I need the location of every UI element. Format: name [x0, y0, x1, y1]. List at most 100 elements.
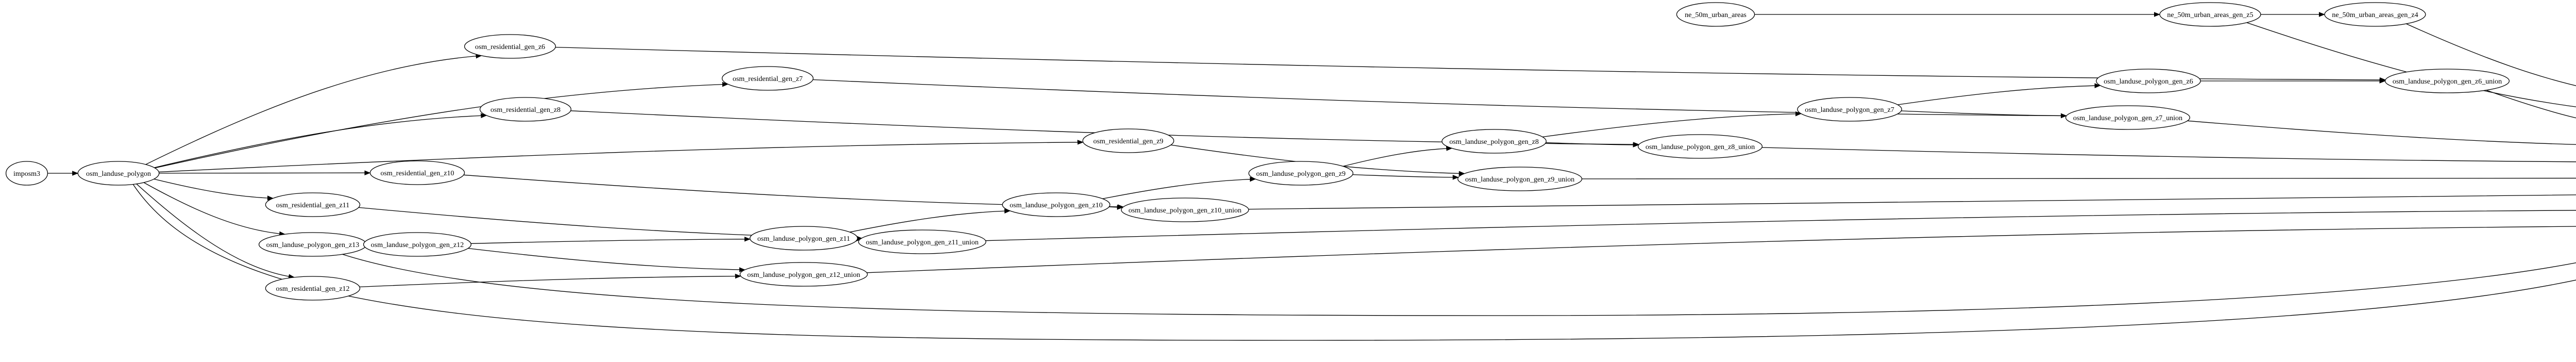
node-osm-landuse-polygon-gen-z6: osm_landuse_polygon_gen_z6 — [2096, 69, 2201, 93]
node-label-osm-landuse-polygon-gen-z9-union: osm_landuse_polygon_gen_z9_union — [1465, 176, 1574, 184]
node-osm-residential-gen-z9: osm_residential_gen_z9 — [1082, 128, 1175, 153]
edge-osm-landuse-polygon-gen-z8-union-to-layer-landuse-z8 — [1761, 147, 2576, 162]
node-ellipse-osm-landuse-polygon-gen-z7 — [1797, 97, 1902, 122]
edge-osm-landuse-polygon-gen-z13-to-layer-landuse-z13 — [335, 252, 2576, 316]
edge-ne-50m-urban-areas-gen-z4-to-layer-landuse-z4 — [2406, 23, 2576, 86]
edge-osm-residential-gen-z6-to-osm-landuse-polygon-gen-z6-union — [555, 46, 2386, 83]
node-osm-landuse-polygon-gen-z11-union: osm_landuse_polygon_gen_z11_union — [858, 229, 987, 254]
node-label-ne-50m-urban-areas-gen-z4: ne_50m_urban_areas_gen_z4 — [2332, 11, 2418, 19]
node-ellipse-osm-landuse-polygon-gen-z7-union — [2065, 105, 2191, 130]
node-osm-landuse-polygon-gen-z6-union: osm_landuse_polygon_gen_z6_union — [2384, 69, 2510, 93]
node-ellipse-ne-50m-urban-areas — [1676, 2, 1755, 27]
edge-osm-landuse-polygon-gen-z12-to-osm-landuse-polygon-gen-z12-union — [468, 248, 745, 272]
edge-osm-landuse-polygon-to-osm-residential-gen-z9 — [159, 140, 1084, 173]
node-label-osm-landuse-polygon-gen-z11-union: osm_landuse_polygon_gen_z11_union — [866, 239, 979, 246]
node-osm-landuse-polygon-gen-z9: osm_landuse_polygon_gen_z9 — [1248, 161, 1353, 186]
node-label-osm-residential-gen-z9: osm_residential_gen_z9 — [1093, 138, 1163, 145]
edge-osm-landuse-polygon-to-osm-landuse-polygon-gen-z13 — [143, 182, 286, 237]
node-osm-residential-gen-z10: osm_residential_gen_z10 — [369, 160, 465, 185]
node-ellipse-osm-landuse-polygon-gen-z9 — [1248, 161, 1353, 186]
node-ellipse-osm-landuse-polygon-gen-z12 — [363, 232, 472, 257]
node-osm-landuse-polygon-gen-z8: osm_landuse_polygon_gen_z8 — [1442, 129, 1547, 154]
node-ellipse-osm-residential-gen-z9 — [1082, 128, 1175, 153]
node-label-osm-landuse-polygon: osm_landuse_polygon — [86, 170, 151, 178]
edge-osm-landuse-polygon-gen-z9-union-to-layer-landuse-z9 — [1582, 177, 2576, 179]
edge-osm-landuse-polygon-gen-z10-to-osm-landuse-polygon-gen-z9 — [1103, 176, 1256, 200]
edge-osm-landuse-polygon-to-osm-residential-gen-z8 — [154, 113, 487, 168]
node-label-osm-landuse-polygon-gen-z7-union: osm_landuse_polygon_gen_z7_union — [2073, 114, 2182, 122]
edge-osm-landuse-polygon-gen-z6-union-to-layer-landuse-z6 — [2486, 90, 2576, 119]
edge-osm-landuse-polygon-to-osm-residential-gen-z6 — [145, 53, 482, 165]
node-label-osm-landuse-polygon-gen-z11: osm_landuse_polygon_gen_z11 — [757, 235, 850, 243]
node-ellipse-ne-50m-urban-areas-gen-z5 — [2159, 2, 2261, 27]
edge-ne-50m-urban-areas-gen-z5-to-layer-landuse-z5 — [2246, 22, 2576, 107]
node-label-osm-landuse-polygon-gen-z10-union: osm_landuse_polygon_gen_z10_union — [1128, 207, 1241, 215]
edge-osm-landuse-polygon-gen-z9-to-osm-landuse-polygon-gen-z9-union — [1352, 174, 1459, 180]
edge-osm-landuse-polygon-gen-z12-union-to-layer-landuse-z12 — [867, 226, 2576, 273]
node-ellipse-osm-landuse-polygon-gen-z11-union — [858, 229, 987, 254]
node-label-imposm3: imposm3 — [13, 170, 40, 178]
node-ne-50m-urban-areas: ne_50m_urban_areas — [1676, 2, 1755, 27]
node-ellipse-osm-landuse-polygon-gen-z10-union — [1121, 198, 1249, 222]
node-label-osm-landuse-polygon-gen-z13: osm_landuse_polygon_gen_z13 — [266, 241, 359, 249]
node-label-osm-landuse-polygon-gen-z8-union: osm_landuse_polygon_gen_z8_union — [1646, 143, 1755, 151]
nodes-layer: imposm3 osm_landuse_polygon osm_residentia… — [5, 2, 2510, 301]
node-osm-landuse-polygon-gen-z7: osm_landuse_polygon_gen_z7 — [1797, 97, 1902, 122]
edge-osm-landuse-polygon-to-osm-residential-gen-z7 — [155, 81, 728, 169]
edge-osm-landuse-polygon-gen-z7-union-to-layer-landuse-z7 — [2187, 120, 2576, 145]
node-ellipse-osm-residential-gen-z12 — [265, 276, 361, 301]
node-ellipse-osm-residential-gen-z7 — [721, 66, 814, 91]
node-osm-landuse-polygon-gen-z12-union: osm_landuse_polygon_gen_z12_union — [739, 262, 868, 287]
node-osm-landuse-polygon-gen-z13: osm_landuse_polygon_gen_z13 — [258, 232, 367, 257]
edge-osm-landuse-polygon-gen-z7-to-osm-landuse-polygon-gen-z6 — [1897, 83, 2101, 105]
node-ellipse-osm-landuse-polygon-gen-z6 — [2096, 69, 2201, 93]
node-label-osm-residential-gen-z11: osm_residential_gen_z11 — [276, 202, 350, 209]
node-label-osm-landuse-polygon-gen-z6-union: osm_landuse_polygon_gen_z6_union — [2393, 78, 2502, 86]
edge-osm-landuse-polygon-to-osm-residential-gen-z12 — [136, 184, 295, 279]
node-ellipse-osm-landuse-polygon-gen-z11 — [749, 226, 858, 251]
node-label-osm-residential-gen-z12: osm_residential_gen_z12 — [276, 285, 349, 293]
node-osm-residential-gen-z11: osm_residential_gen_z11 — [265, 192, 361, 217]
node-label-osm-landuse-polygon-gen-z10: osm_landuse_polygon_gen_z10 — [1010, 202, 1103, 209]
node-ellipse-osm-residential-gen-z11 — [265, 192, 361, 217]
node-ellipse-osm-landuse-polygon-gen-z9-union — [1457, 167, 1583, 191]
node-label-osm-residential-gen-z8: osm_residential_gen_z8 — [490, 106, 561, 114]
node-ellipse-osm-landuse-polygon — [77, 161, 160, 186]
node-osm-landuse-polygon-gen-z9-union: osm_landuse_polygon_gen_z9_union — [1457, 167, 1583, 191]
node-ne-50m-urban-areas-gen-z4: ne_50m_urban_areas_gen_z4 — [2324, 2, 2426, 27]
node-ellipse-osm-landuse-polygon-gen-z12-union — [739, 262, 868, 287]
node-osm-residential-gen-z6: osm_residential_gen_z6 — [464, 34, 556, 59]
node-ellipse-imposm3 — [5, 161, 48, 186]
node-label-osm-landuse-polygon-gen-z7: osm_landuse_polygon_gen_z7 — [1805, 106, 1894, 114]
edge-osm-landuse-polygon-gen-z11-union-to-layer-landuse-z11 — [985, 210, 2576, 241]
node-ellipse-osm-landuse-polygon-gen-z6-union — [2384, 69, 2510, 93]
node-label-osm-landuse-polygon-gen-z6: osm_landuse_polygon_gen_z6 — [2104, 78, 2193, 86]
node-imposm3: imposm3 — [5, 161, 48, 186]
node-ellipse-osm-residential-gen-z10 — [369, 160, 465, 185]
edge-osm-landuse-polygon-gen-z8-to-osm-landuse-polygon-gen-z7 — [1543, 111, 1802, 138]
node-label-ne-50m-urban-areas: ne_50m_urban_areas — [1685, 11, 1747, 19]
node-ellipse-osm-landuse-polygon-gen-z10 — [1002, 192, 1111, 217]
node-osm-landuse-polygon-gen-z12: osm_landuse_polygon_gen_z12 — [363, 232, 472, 257]
edge-osm-residential-gen-z12-to-osm-landuse-polygon-gen-z12-union — [359, 273, 741, 288]
node-ne-50m-urban-areas-gen-z5: ne_50m_urban_areas_gen_z5 — [2159, 2, 2261, 27]
node-osm-residential-gen-z8: osm_residential_gen_z8 — [479, 97, 572, 122]
node-osm-landuse-polygon-gen-z7-union: osm_landuse_polygon_gen_z7_union — [2065, 105, 2191, 130]
edge-osm-landuse-polygon-gen-z10-union-to-layer-landuse-z10 — [1248, 194, 2576, 210]
edge-osm-landuse-polygon-to-layer-landuse-z14 — [131, 182, 2576, 341]
node-ellipse-osm-residential-gen-z6 — [464, 34, 556, 59]
edge-osm-landuse-polygon-gen-z11-to-osm-landuse-polygon-gen-z10 — [850, 208, 1011, 233]
node-label-osm-landuse-polygon-gen-z12: osm_landuse_polygon_gen_z12 — [371, 241, 464, 249]
edge-osm-landuse-polygon-to-osm-residential-gen-z11 — [154, 178, 274, 201]
node-osm-landuse-polygon: osm_landuse_polygon — [77, 161, 160, 186]
node-label-osm-residential-gen-z6: osm_residential_gen_z6 — [475, 43, 545, 51]
node-osm-landuse-polygon-gen-z11: osm_landuse_polygon_gen_z11 — [749, 226, 858, 251]
edge-osm-landuse-polygon-gen-z12-to-osm-landuse-polygon-gen-z11 — [471, 236, 751, 244]
node-label-osm-landuse-polygon-gen-z12-union: osm_landuse_polygon_gen_z12_union — [747, 271, 860, 279]
node-label-osm-residential-gen-z10: osm_residential_gen_z10 — [380, 170, 454, 177]
node-osm-landuse-polygon-gen-z10: osm_landuse_polygon_gen_z10 — [1002, 192, 1111, 217]
node-label-osm-residential-gen-z7: osm_residential_gen_z7 — [733, 75, 803, 83]
node-label-osm-landuse-polygon-gen-z8: osm_landuse_polygon_gen_z8 — [1449, 138, 1538, 146]
